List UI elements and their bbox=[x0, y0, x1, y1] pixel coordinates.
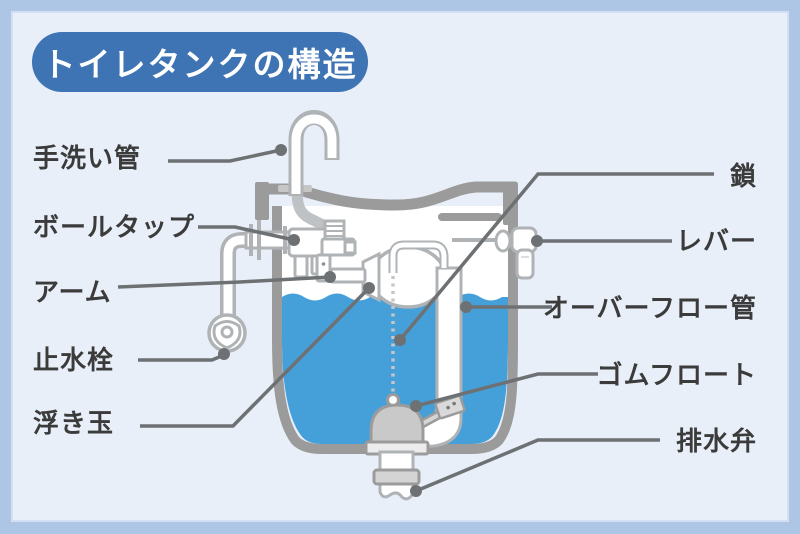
ribbed-connector bbox=[323, 219, 346, 241]
supply-pipe bbox=[207, 220, 294, 353]
label-ball-tap: ボールタップ bbox=[33, 212, 196, 242]
refill-tube bbox=[388, 240, 449, 273]
title-badge: トイレタンクの構造 bbox=[32, 32, 368, 92]
label-arm: アーム bbox=[33, 277, 112, 307]
label-lever: レバー bbox=[675, 226, 757, 256]
label-float-ball: 浮き玉 bbox=[33, 408, 115, 438]
lever-rod bbox=[438, 213, 502, 221]
page-title: トイレタンクの構造 bbox=[42, 46, 358, 83]
drain-pipe bbox=[372, 450, 421, 501]
leader-lines bbox=[117, 144, 714, 497]
label-chain: 鎖 bbox=[729, 161, 757, 191]
label-stop-valve: 止水栓 bbox=[33, 345, 115, 375]
label-overflow-pipe: オーバーフロー管 bbox=[542, 293, 757, 323]
rubber-float-shape bbox=[364, 393, 466, 456]
label-rubber-float: ゴムフロート bbox=[596, 360, 757, 390]
float-arm bbox=[329, 267, 367, 284]
lever-handle bbox=[494, 226, 538, 280]
label-drain-valve: 排水弁 bbox=[675, 426, 757, 456]
hand-wash-faucet bbox=[278, 110, 340, 196]
label-hand-wash-pipe: 手洗い管 bbox=[33, 143, 142, 173]
hinge-bracket bbox=[434, 394, 466, 420]
stop-valve-icon bbox=[207, 313, 247, 353]
